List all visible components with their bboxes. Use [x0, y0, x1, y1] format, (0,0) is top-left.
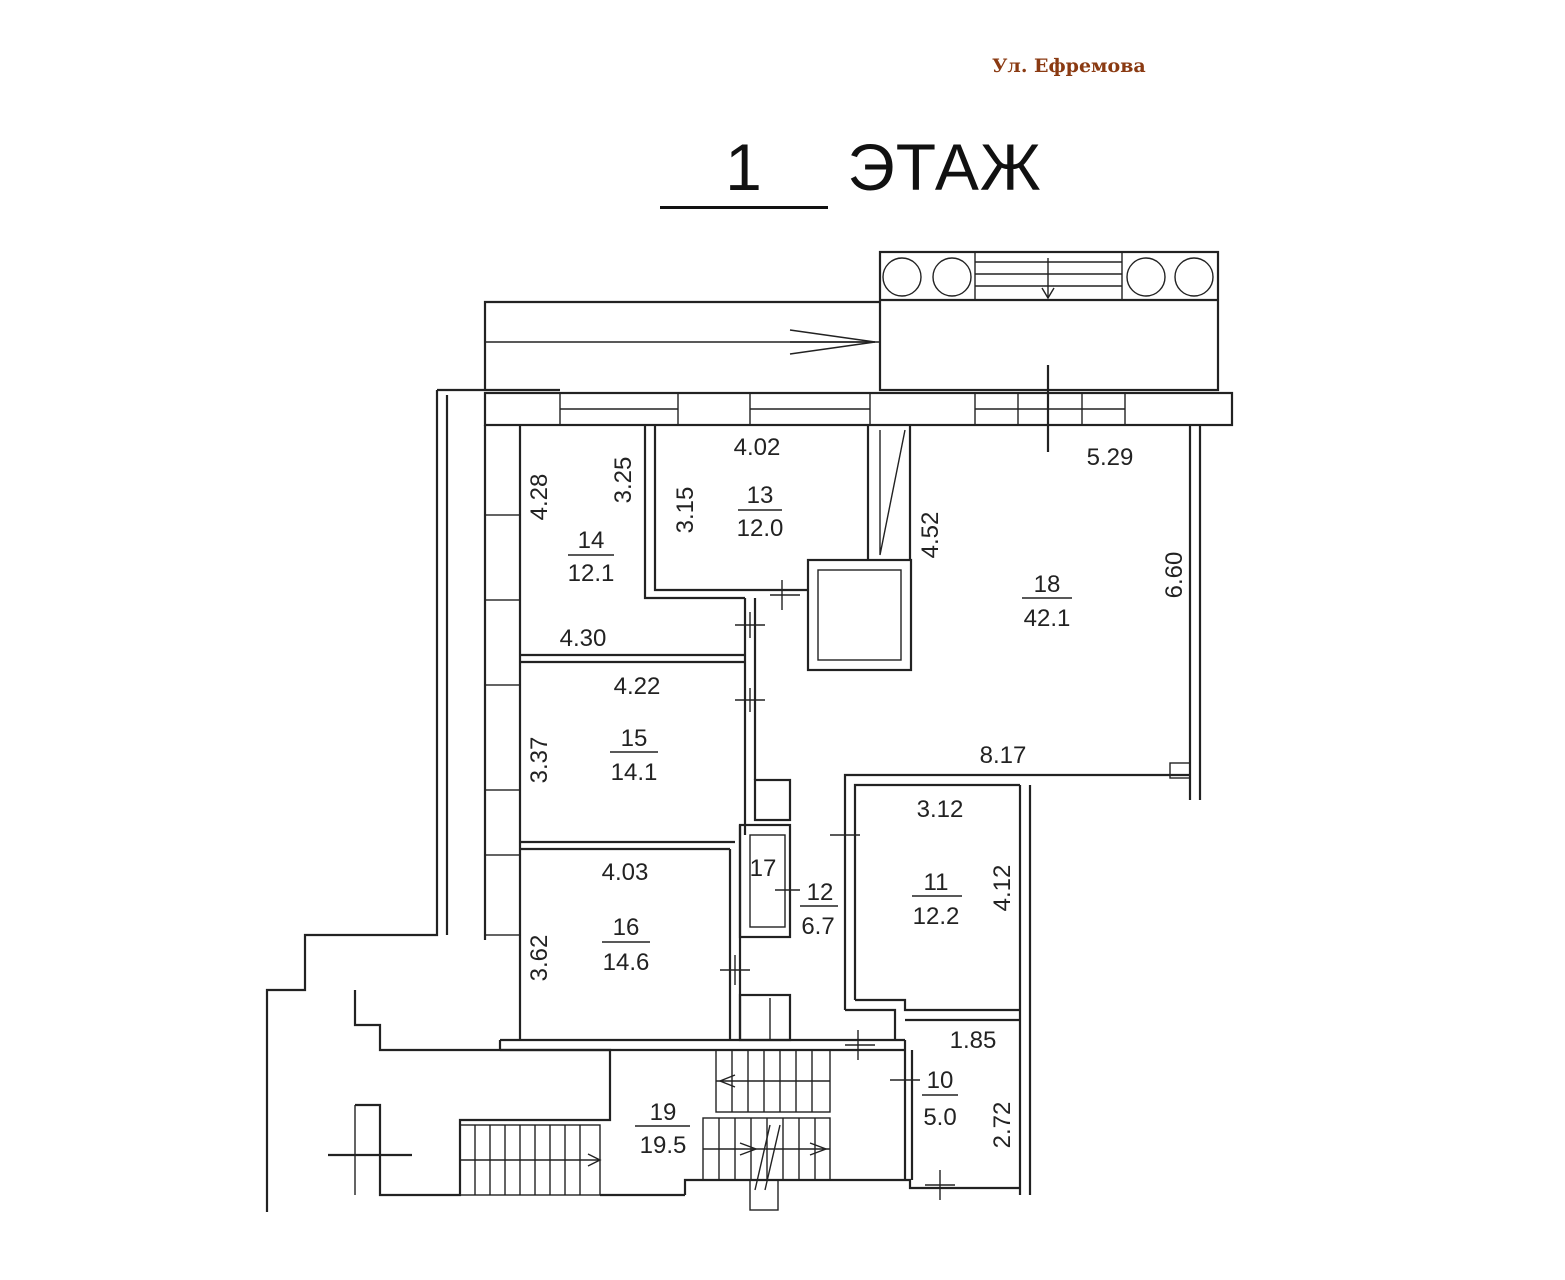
floor-word: ЭТАЖ: [847, 130, 1042, 204]
room-number: 12: [807, 879, 834, 906]
room-number: 14: [578, 527, 605, 554]
room-dim: 2.72: [989, 1102, 1016, 1149]
room-number: 10: [927, 1067, 954, 1094]
room-area: 6.7: [801, 913, 834, 940]
room-dim: 8.17: [980, 742, 1027, 769]
room-dim: 4.22: [614, 673, 661, 700]
room-13: 13 12.0 4.02 3.15: [672, 434, 783, 542]
room-dim: 4.12: [989, 865, 1016, 912]
room-17: 17: [750, 855, 777, 882]
entrance-porch: [483, 250, 1220, 392]
room-dim: 3.62: [526, 935, 553, 982]
room-19: 19 19.5: [635, 1099, 690, 1159]
street-label: Ул. Ефремова: [992, 55, 1146, 77]
floor-title: 1 ЭТАЖ: [660, 128, 1042, 209]
room-dim: 3.15: [672, 487, 699, 534]
room-area: 19.5: [640, 1132, 687, 1159]
door-marks: [720, 580, 955, 1200]
room-number: 13: [747, 482, 774, 509]
room-10: 10 5.0 1.85 2.72: [922, 1027, 1016, 1148]
room-number: 15: [621, 725, 648, 752]
room-12: 12 6.7: [800, 879, 838, 940]
room-dim: 3.25: [610, 457, 637, 504]
room-dim: 6.60: [1161, 552, 1188, 599]
room-area: 14.1: [611, 759, 658, 786]
room-number: 16: [613, 914, 640, 941]
room-dim: 1.85: [950, 1027, 997, 1054]
room-dim: 4.30: [560, 625, 607, 652]
room-dim: 4.28: [526, 474, 553, 521]
room-11: 11 12.2 3.12 4.12: [912, 796, 1016, 930]
room-dim: 4.52: [917, 512, 944, 559]
outer-walls: [265, 365, 1234, 1212]
interior-walls: [520, 425, 1020, 1180]
room-16: 16 14.6 4.03 3.62: [526, 859, 650, 981]
room-area: 12.0: [737, 515, 784, 542]
room-area: 5.0: [923, 1104, 956, 1131]
room-14: 14 12.1 4.28 3.25 4.30: [526, 457, 637, 652]
room-area: 12.2: [913, 903, 960, 930]
room-number: 18: [1034, 571, 1061, 598]
room-area: 12.1: [568, 560, 615, 587]
room-dim: 4.02: [734, 434, 781, 461]
room-dim: 5.29: [1087, 444, 1134, 471]
room-dim: 3.12: [917, 796, 964, 823]
room-number: 11: [924, 869, 949, 896]
staircase: [328, 1049, 831, 1211]
room-number: 19: [650, 1099, 677, 1126]
room-area: 42.1: [1024, 605, 1071, 632]
floor-number: 1: [660, 128, 828, 209]
room-dim: 3.37: [526, 737, 553, 784]
room-18: 18 42.1 5.29 4.52 6.60 8.17: [917, 444, 1188, 769]
room-area: 14.6: [603, 949, 650, 976]
room-15: 15 14.1 4.22 3.37: [526, 673, 660, 786]
room-dim: 4.03: [602, 859, 649, 886]
room-number: 17: [750, 855, 777, 882]
